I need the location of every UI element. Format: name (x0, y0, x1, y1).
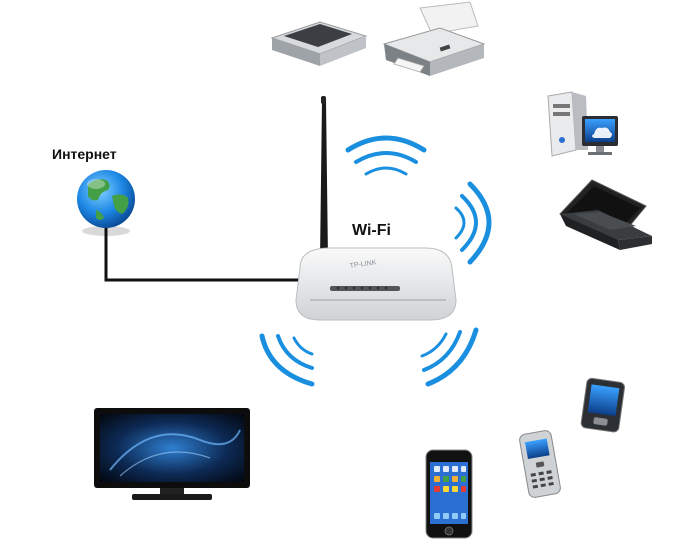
ethernet-cable (104, 228, 300, 282)
smartphone-icon (425, 449, 473, 539)
wifi-router-icon: TP-LINK (295, 96, 457, 321)
router-brand-text: TP-LINK (349, 259, 377, 270)
flat-tv-icon (94, 408, 250, 500)
mobile-phone-icon (519, 430, 561, 498)
desktop-computer-icon (547, 91, 618, 157)
wifi-signal-waves (259, 135, 492, 387)
laptop-icon (559, 179, 652, 250)
pda-phone-icon (580, 377, 625, 433)
scanner-icon (270, 21, 368, 66)
internet-label: Интернет (52, 146, 117, 162)
globe-icon (77, 170, 135, 236)
wifi-label: Wi-Fi (352, 222, 391, 239)
printer-icon (382, 1, 486, 76)
